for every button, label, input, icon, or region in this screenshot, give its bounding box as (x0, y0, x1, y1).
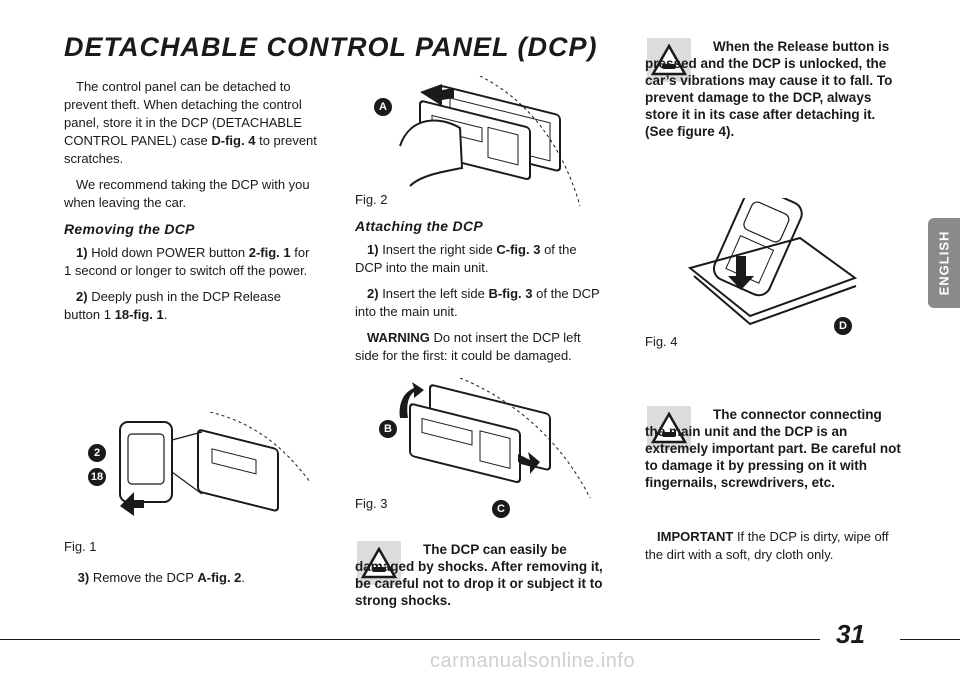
intro-paragraph-2: We recommend taking the DCP with you whe… (64, 177, 310, 210)
release-warning-text: When the Release button is pressed and t… (645, 39, 893, 139)
shock-warning-text: The DCP can easily be damaged by shocks.… (355, 542, 603, 608)
page-title: DETACHABLE CONTROL PANEL (DCP) (64, 32, 598, 62)
fig2-illustration (399, 76, 581, 207)
attaching-step-1: 1) Insert the right side C-fig. 3 of the… (355, 242, 577, 275)
callout-d: D (834, 317, 852, 335)
attaching-warning: WARNING Do not insert the DCP left side … (355, 330, 581, 363)
important-note: IMPORTANT If the DCP is dirty, wipe off … (645, 529, 889, 562)
callout-a: A (374, 98, 392, 116)
callout-c: C (492, 500, 510, 518)
language-tab-label: ENGLISH (936, 230, 952, 296)
fig4-label: Fig. 4 (645, 334, 678, 349)
warning-car-icon (647, 38, 691, 82)
fig1-label: Fig. 1 (64, 539, 97, 554)
attaching-heading: Attaching the DCP (355, 218, 483, 234)
callout-b: B (379, 420, 397, 438)
warning-car-icon (647, 406, 691, 450)
fig3-illustration (399, 378, 591, 499)
fig4-illustration (687, 198, 858, 326)
footer-rule-right (900, 639, 960, 640)
fig-ref: D-fig. 4 (211, 133, 256, 148)
column-middle: Attaching the DCP 1) Insert the right si… (355, 217, 607, 373)
fig1-illustration (119, 412, 311, 516)
removing-step-3: 3) Remove the DCP A-fig. 2. (77, 570, 246, 585)
removing-step-1: 1) Hold down POWER button 2-fig. 1 for 1… (64, 245, 310, 278)
removing-heading: Removing the DCP (64, 221, 195, 237)
language-tab: ENGLISH (928, 218, 960, 308)
callout-2: 2 (88, 444, 106, 462)
watermark: carmanualsonline.info (430, 650, 636, 672)
column-left: The control panel can be detached to pre… (64, 78, 320, 332)
removing-step-2: 2) Deeply push in the DCP Release button… (64, 289, 282, 322)
warning-car-icon (357, 541, 401, 585)
page-number: 31 (836, 619, 865, 649)
fig3-label: Fig. 3 (355, 496, 388, 511)
attaching-step-2: 2) Insert the left side B-fig. 3 of the … (355, 286, 600, 319)
fig2-label: Fig. 2 (355, 192, 388, 207)
intro-paragraph-1: The control panel can be detached to pre… (64, 79, 317, 166)
callout-18: 18 (88, 468, 106, 486)
footer-rule (0, 639, 820, 640)
connector-warning-text: The connector connecting the main unit a… (645, 407, 901, 490)
